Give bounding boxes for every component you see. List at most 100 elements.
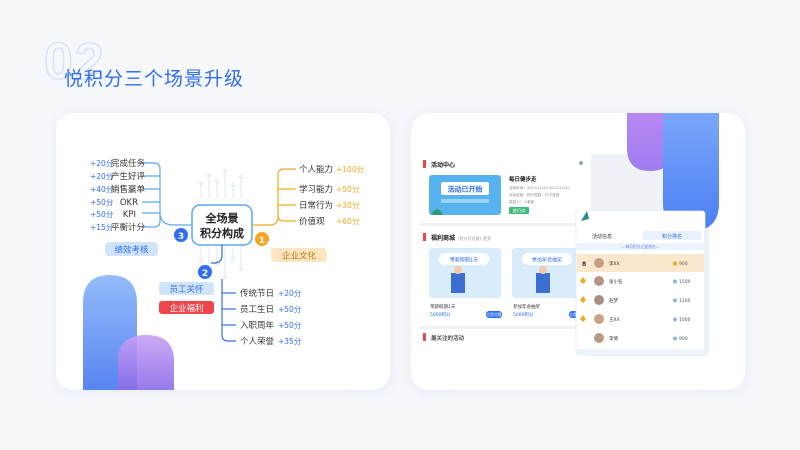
person-head (454, 266, 462, 274)
badge-1 (255, 232, 269, 246)
culture-item-points: +60分 (336, 217, 360, 226)
performance-item-label: 销售赢单 (111, 184, 146, 195)
plant-decoration-icon (431, 209, 443, 215)
care-item-points: +50分 (278, 305, 302, 314)
care-branch-lines (211, 245, 236, 342)
person-illustration (451, 273, 465, 293)
performance-item-points: +15分 (90, 223, 114, 232)
culture-item-label: 价值观 (299, 216, 325, 227)
avatar (594, 276, 604, 286)
leaf-decoration-icon (581, 211, 589, 221)
activity-banner-box (441, 182, 489, 195)
rank-number: 8 (582, 261, 586, 268)
avatar (594, 258, 604, 268)
performance-branch-lines (142, 162, 192, 228)
section-marker (423, 160, 426, 168)
performance-item-points: +20分 (90, 159, 114, 168)
close-icon[interactable] (579, 161, 583, 165)
divider (420, 223, 591, 226)
activity-status-label: 进行中 (512, 208, 526, 215)
culture-item-label: 日常行为 (299, 200, 333, 211)
activity-name: 每日健步走 (509, 175, 537, 183)
tab-ranking-active[interactable] (643, 231, 701, 240)
performance-item-label: OKR (120, 198, 138, 208)
performance-item-label: 完成任务 (111, 158, 146, 169)
member-name: 赵梦 (609, 297, 618, 304)
decor-purple-pill (627, 113, 673, 171)
activity-status-badge (509, 207, 529, 214)
activity-meta: 活动时间：2021/11/20-2021/12/20 (509, 185, 570, 190)
welfare-mall-title: 福利商城 (430, 234, 455, 242)
coin-icon (673, 336, 677, 341)
member-score: 1000 (679, 317, 691, 323)
member-score: 900 (679, 336, 688, 342)
ranking-row[interactable]: 赵梦 1200 (580, 295, 691, 305)
care-item-label: 个人荣誉 (240, 336, 275, 347)
mindmap-card: 全场景 积分构成 3 完成任务 产生好评 销售赢单 OKR KPI 平衡计分 +… (56, 113, 390, 390)
welfare-item-name: 带薪假期1天 (430, 303, 456, 310)
section-marker (423, 333, 426, 341)
welfare-item-points: 5000积分 (513, 311, 534, 318)
section-number-watermark: 02 (43, 33, 106, 91)
avatar (594, 314, 604, 324)
culture-tag (271, 248, 327, 262)
welfare-more-link[interactable]: 更多 (483, 235, 491, 241)
avatar (594, 333, 604, 343)
care-tag-label: 员工关怀 (169, 284, 204, 295)
bottom-section-title: 最关注的活动 (431, 334, 465, 342)
performance-tag-label: 绩效考核 (114, 245, 149, 256)
welfare-tag (159, 301, 214, 314)
person-illustration (536, 273, 550, 293)
ranking-row[interactable]: 张小名 1500 (580, 276, 691, 286)
culture-branch-lines (252, 168, 296, 226)
member-score: 1500 (679, 279, 691, 285)
performance-item-label: KPI (123, 210, 136, 220)
care-tag (159, 282, 214, 295)
ranking-row[interactable]: 李倩 900 (594, 333, 688, 343)
member-name: 李XX (609, 260, 620, 267)
badge-1-label: 1 (259, 236, 265, 246)
care-item-points: +35分 (278, 337, 302, 346)
ranking-row[interactable]: 王XX 1000 (580, 314, 691, 324)
center-label-line2: 积分构成 (200, 226, 244, 240)
ranking-subtitle: —每月积分之星排名— (622, 244, 660, 249)
decor-purple-pill (118, 335, 174, 390)
tab-activity-info[interactable]: 活动信息 (592, 233, 612, 240)
medal-icon (580, 296, 586, 303)
culture-item-label: 学习能力 (299, 184, 333, 195)
care-item-points: +50分 (278, 321, 302, 330)
welfare-mall-subtitle: (积分可兑换) (458, 235, 482, 241)
ranking-row-highlight (577, 254, 704, 272)
activity-banner-sub (441, 199, 489, 203)
member-score: 900 (679, 261, 688, 267)
medal-icon (580, 315, 586, 322)
welfare-tag-label: 企业福利 (169, 303, 203, 314)
redeem-button-label: 立即兑换 (486, 312, 501, 317)
welfare-item-bubble (522, 253, 572, 265)
app-preview: 活动中心 活动已开始 每日健步走 活动时间：2021/11/20-2021/12… (420, 113, 719, 356)
ranking-subtitle-bar (577, 243, 704, 250)
section-marker (423, 233, 426, 241)
care-item-points: +20分 (278, 289, 302, 298)
coin-icon (673, 298, 677, 303)
culture-item-points: +30分 (336, 201, 360, 210)
care-item-label: 入职周年 (240, 320, 275, 331)
welfare-item-banner-text: 参加年会抽奖 (532, 257, 562, 264)
member-name: 李倩 (609, 335, 618, 342)
tab-ranking: 积分排名 (662, 233, 682, 240)
mindmap-diagram: 全场景 积分构成 3 完成任务 产生好评 销售赢单 OKR KPI 平衡计分 +… (79, 150, 365, 390)
divider (420, 326, 591, 329)
badge-2-label: 2 (202, 269, 208, 279)
avatar (594, 295, 604, 305)
ranking-header (576, 211, 705, 230)
ranking-row[interactable]: 8 李XX 900 (582, 258, 688, 268)
performance-item-points: +50分 (90, 198, 114, 207)
app-preview-card: 活动中心 活动已开始 每日健步走 活动时间：2021/11/20-2021/12… (411, 113, 745, 390)
welfare-item-points: 5000积分 (430, 311, 451, 318)
center-label-line1: 全场景 (205, 211, 239, 225)
redeem-button[interactable] (486, 311, 502, 318)
decor-blue-pill (663, 113, 719, 231)
culture-item-points: +50分 (336, 185, 360, 194)
member-name: 王XX (609, 317, 620, 323)
performance-item-points: +40分 (90, 185, 114, 194)
